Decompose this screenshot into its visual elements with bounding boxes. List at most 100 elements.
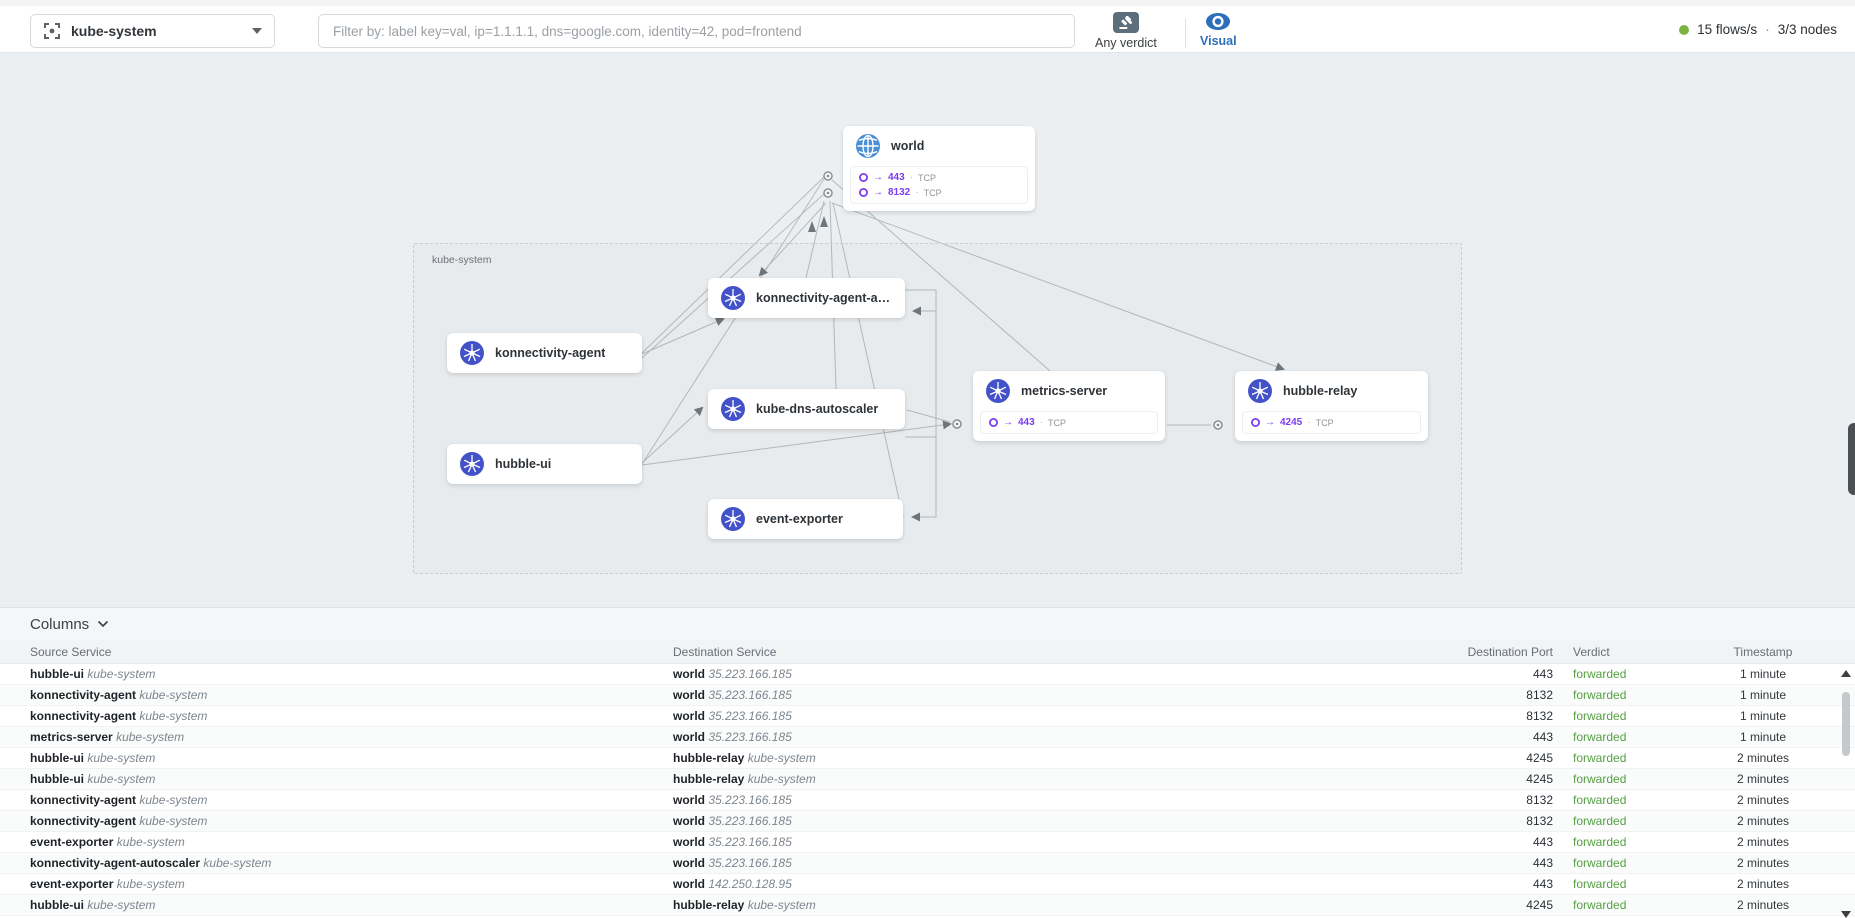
table-row[interactable]: hubble-ui kube-system hubble-relay kube-… [0,748,1855,769]
source-namespace: kube-system [87,772,156,786]
kubernetes-icon [460,452,484,476]
timestamp: 2 minutes [1736,877,1790,891]
node-hubble-ui[interactable]: hubble-ui [447,444,642,484]
namespace-select-value: kube-system [71,23,157,39]
port-protocol: TCP [923,187,942,198]
table-row[interactable]: konnectivity-agent-autoscaler kube-syste… [0,853,1855,874]
verdict: forwarded [1573,856,1627,870]
source-service-name: konnectivity-agent [30,709,137,723]
dest-detail: 35.223.166.185 [708,835,792,849]
col-destination-port[interactable]: Destination Port [1467,644,1553,659]
verdict-filter-button[interactable]: Any verdict [1095,12,1157,50]
flows-rate: 15 flows/s [1697,22,1758,37]
destination-port: 8132 [1526,793,1553,807]
lock-icon [859,188,868,197]
flow-filter-input[interactable] [318,14,1075,48]
col-verdict[interactable]: Verdict [1573,644,1610,659]
table-row[interactable]: hubble-ui kube-system hubble-relay kube-… [0,895,1855,916]
table-row[interactable]: event-exporter kube-system world 142.250… [0,874,1855,895]
destination-port: 8132 [1526,709,1553,723]
dest-service-name: world [673,814,705,828]
timestamp: 1 minute [1739,730,1787,744]
node-title: konnectivity-agent-autosc... [756,291,893,305]
visual-mode-button[interactable]: Visual [1200,12,1237,48]
node-title: hubble-relay [1283,384,1358,398]
status-separator: · [1765,22,1770,37]
dest-detail: kube-system [747,772,816,786]
table-row[interactable]: konnectivity-agent kube-system world 35.… [0,790,1855,811]
dest-service-name: world [673,877,705,891]
columns-dropdown[interactable]: Columns [30,615,90,633]
destination-port: 8132 [1526,688,1553,702]
source-namespace: kube-system [139,793,208,807]
port-dot: · [915,187,919,198]
port-dot: · [1307,417,1311,428]
port-dot: · [909,172,914,183]
port-number: 4245 [1280,417,1303,428]
table-row[interactable]: konnectivity-agent kube-system world 35.… [0,706,1855,727]
connection-status: 15 flows/s · 3/3 nodes [1679,22,1837,37]
source-namespace: kube-system [87,667,156,681]
port-row[interactable]: → 8132 · TCP [859,185,1019,200]
kubernetes-icon [721,286,745,310]
table-row[interactable]: konnectivity-agent kube-system world 35.… [0,811,1855,832]
table-row[interactable]: konnectivity-agent kube-system world 35.… [0,685,1855,706]
scrollbar-thumb[interactable] [1842,692,1850,756]
page-scrollbar-thumb[interactable] [1848,423,1855,495]
scroll-down-icon[interactable] [1841,911,1851,918]
node-world[interactable]: world → 443 · TCP → 8132 · TCP [843,126,1035,211]
source-namespace: kube-system [139,814,208,828]
verdict: forwarded [1573,898,1627,912]
visual-mode-label: Visual [1200,34,1237,48]
node-kube-dns-autoscaler[interactable]: kube-dns-autoscaler [708,389,905,429]
namespace-icon [44,23,60,39]
source-namespace: kube-system [116,835,185,849]
table-row[interactable]: hubble-ui kube-system hubble-relay kube-… [0,769,1855,790]
col-timestamp[interactable]: Timestamp [1733,644,1793,659]
destination-port: 4245 [1526,751,1553,765]
table-row[interactable]: metrics-server kube-system world 35.223.… [0,727,1855,748]
dest-service-name: world [673,667,705,681]
node-metrics-server[interactable]: metrics-server → 443 · TCP [973,371,1165,441]
arrow-icon: → [1265,417,1275,428]
node-hubble-relay[interactable]: hubble-relay → 4245 · TCP [1235,371,1428,441]
port-row[interactable]: → 443 · TCP [859,170,1019,185]
port-row[interactable]: → 443 · TCP [989,415,1149,430]
col-source-service[interactable]: Source Service [30,644,112,659]
destination-port: 443 [1532,667,1553,681]
verdict: forwarded [1573,814,1627,828]
source-service-name: konnectivity-agent [30,688,137,702]
chevron-down-icon[interactable] [97,620,109,628]
namespace-select[interactable]: kube-system [30,14,275,48]
dest-detail: 142.250.128.95 [708,877,792,891]
kubernetes-icon [721,397,745,421]
port-number: 443 [1018,417,1035,428]
table-scrollbar[interactable] [1840,670,1852,918]
kubernetes-icon [986,379,1010,403]
col-destination-service[interactable]: Destination Service [673,644,777,659]
lock-icon [859,173,868,182]
table-row[interactable]: event-exporter kube-system world 35.223.… [0,832,1855,853]
node-title: hubble-ui [495,457,552,471]
node-event-exporter[interactable]: event-exporter [708,499,903,539]
source-namespace: kube-system [203,856,272,870]
dest-detail: 35.223.166.185 [708,856,792,870]
dest-service-name: world [673,835,705,849]
table-row[interactable]: hubble-ui kube-system world 35.223.166.1… [0,664,1855,685]
verdict: forwarded [1573,709,1627,723]
dest-detail: kube-system [747,898,816,912]
dest-detail: 35.223.166.185 [708,730,792,744]
scroll-up-icon[interactable] [1841,670,1851,677]
node-ports: → 443 · TCP → 8132 · TCP [850,166,1028,204]
verdict: forwarded [1573,835,1627,849]
node-konnectivity-agent-autoscaler[interactable]: konnectivity-agent-autosc... [708,278,905,318]
table-header-row: Source Service Destination Service Desti… [0,640,1855,664]
node-konnectivity-agent[interactable]: konnectivity-agent [447,333,642,373]
port-protocol: TCP [918,172,937,183]
destination-port: 443 [1532,730,1553,744]
verdict: forwarded [1573,667,1627,681]
dest-detail: 35.223.166.185 [708,793,792,807]
dest-service-name: hubble-relay [673,898,745,912]
port-row[interactable]: → 4245 · TCP [1251,415,1412,430]
source-service-name: konnectivity-agent [30,814,137,828]
